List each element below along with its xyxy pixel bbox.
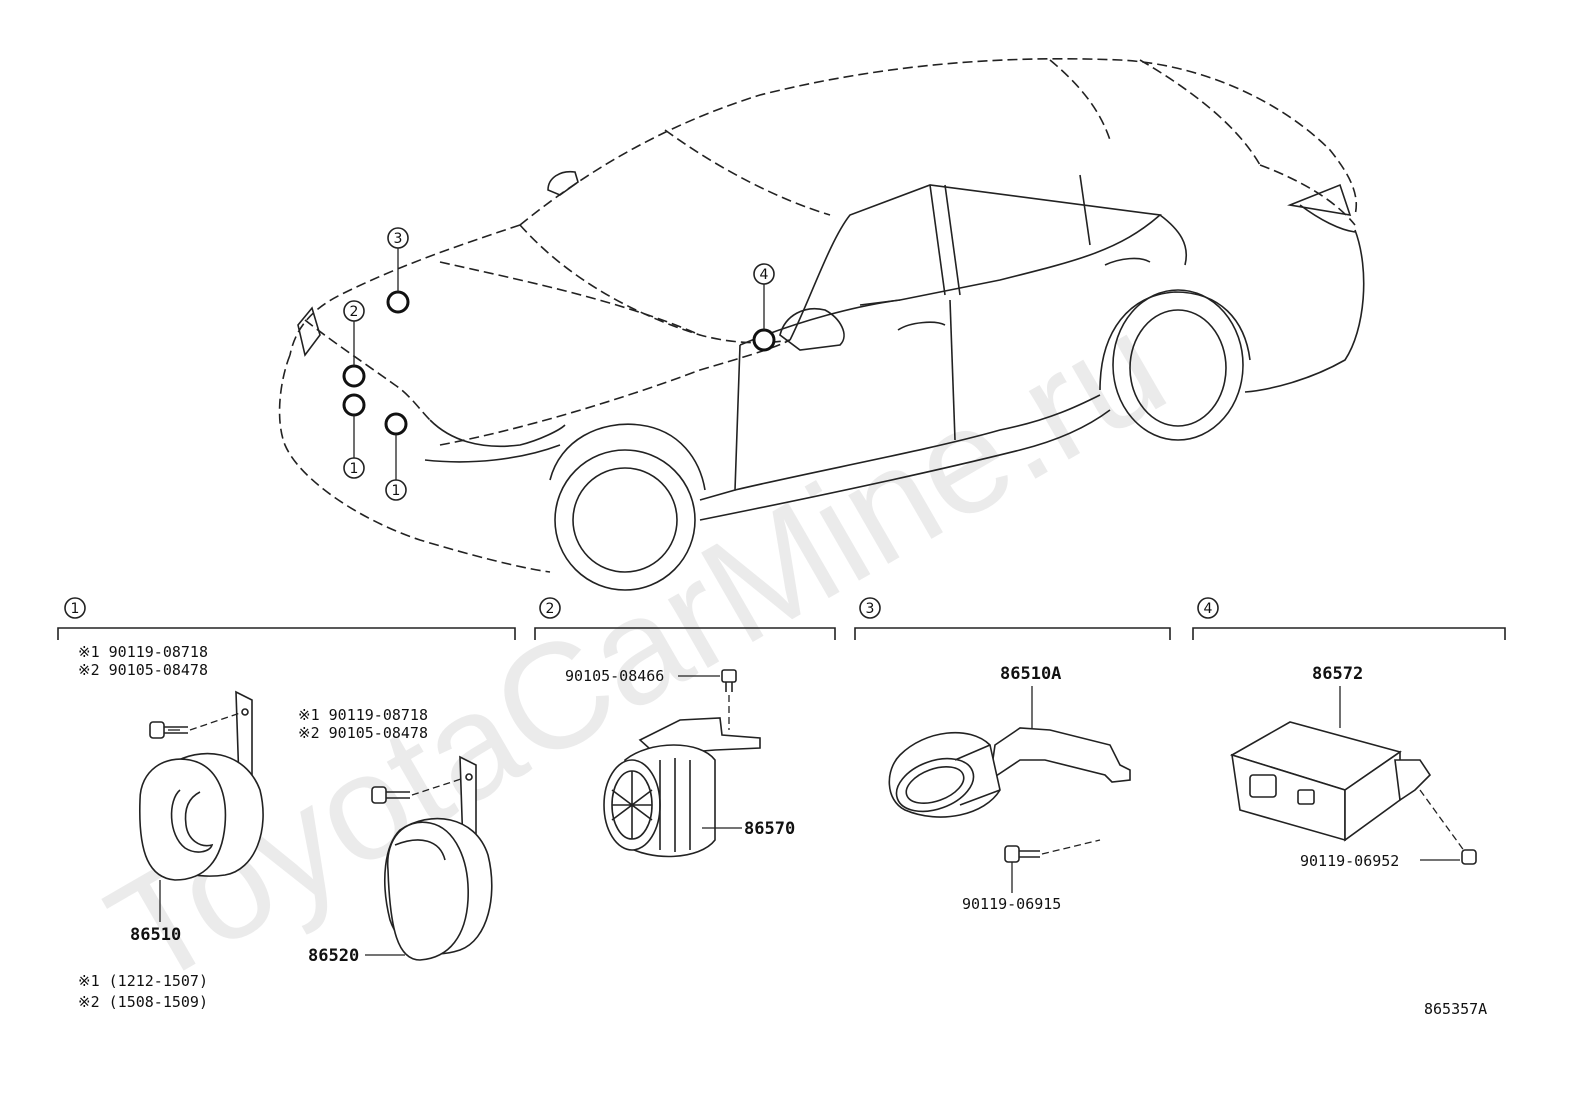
- section-3-illustration: [888, 686, 1131, 893]
- bolt-90105-08466-label: 90105-08466: [565, 667, 664, 685]
- horn-86520-illustration: [365, 755, 493, 961]
- section-2-header: 2: [534, 597, 836, 640]
- callout-1-left: 1: [343, 457, 365, 479]
- bolt-90119-06952-label: 90119-06952: [1300, 852, 1399, 870]
- svg-text:4: 4: [1204, 601, 1213, 617]
- svg-text:2: 2: [350, 304, 359, 320]
- bolt-90119-06915-label: 90119-06915: [962, 895, 1061, 913]
- callout-3-top: 3: [387, 227, 409, 249]
- callout-1-right: 1: [385, 479, 407, 501]
- part-86510-label: 86510: [130, 925, 181, 945]
- svg-text:※1 90119-08718: ※1 90119-08718: [78, 643, 208, 661]
- svg-text:※2 90105-08478: ※2 90105-08478: [78, 661, 208, 679]
- section-3-header: 3: [854, 597, 1171, 640]
- svg-text:2: 2: [546, 601, 555, 617]
- callout-4-top: 4: [753, 263, 775, 285]
- horn-86510-illustration: [139, 690, 264, 922]
- section-4-illustration: [1229, 686, 1477, 865]
- svg-text:※2 90105-08478: ※2 90105-08478: [298, 724, 428, 742]
- section-2-illustration: [603, 669, 761, 858]
- diagram-code: 865357A: [1424, 1000, 1487, 1018]
- svg-text:4: 4: [760, 267, 769, 283]
- svg-text:※1 (1212-1507): ※1 (1212-1507): [78, 972, 208, 990]
- car-outline: [278, 57, 1365, 591]
- part-86570-label: 86570: [744, 819, 795, 839]
- part-86510A-label: 86510A: [1000, 664, 1061, 684]
- part-86520-label: 86520: [308, 946, 359, 966]
- svg-text:1: 1: [350, 461, 359, 477]
- marker-leaders: [353, 247, 765, 480]
- svg-text:3: 3: [866, 601, 875, 617]
- section-1-notes: ※1 90119-08718 ※2 90105-08478 ※1 90119-0…: [78, 643, 428, 1011]
- svg-text:※1 90119-08718: ※1 90119-08718: [298, 706, 428, 724]
- section-4-header: 4: [1192, 597, 1506, 640]
- svg-text:1: 1: [71, 601, 80, 617]
- svg-text:1: 1: [392, 483, 401, 499]
- location-markers: [342, 290, 776, 436]
- svg-text:※2 (1508-1509): ※2 (1508-1509): [78, 993, 208, 1011]
- section-1-header: 1: [57, 597, 516, 640]
- callout-2-top: 2: [343, 300, 365, 322]
- svg-text:3: 3: [394, 231, 403, 247]
- part-86572-label: 86572: [1312, 664, 1363, 684]
